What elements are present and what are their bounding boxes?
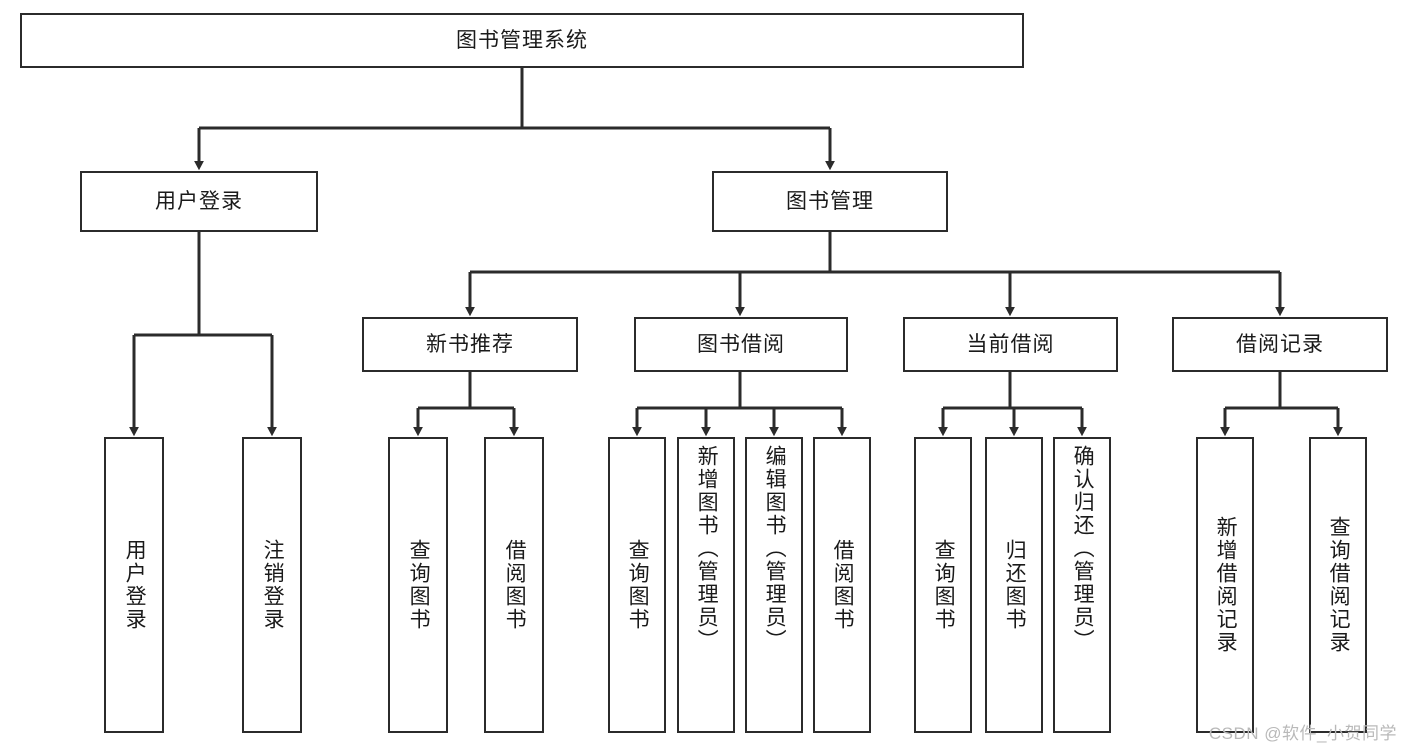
watermark-text: CSDN @软件_小贺同学 bbox=[1208, 724, 1397, 743]
node-book-manage[interactable]: 图书管理 bbox=[712, 171, 948, 232]
leaf-confirm-return[interactable]: 确认归还（管理员） bbox=[1053, 437, 1111, 733]
leaf-add-book[interactable]: 新增图书（管理员） bbox=[677, 437, 735, 733]
leaf-user-logout[interactable]: 注销登录 bbox=[242, 437, 302, 733]
node-root[interactable]: 图书管理系统 bbox=[20, 13, 1024, 68]
node-current-borrow[interactable]: 当前借阅 bbox=[903, 317, 1118, 372]
node-user-login[interactable]: 用户登录 bbox=[80, 171, 318, 232]
leaf-query-book-current[interactable]: 查询图书 bbox=[914, 437, 972, 733]
node-borrow-record[interactable]: 借阅记录 bbox=[1172, 317, 1388, 372]
leaf-user-login[interactable]: 用户登录 bbox=[104, 437, 164, 733]
leaf-edit-book[interactable]: 编辑图书（管理员） bbox=[745, 437, 803, 733]
node-new-book-recommend[interactable]: 新书推荐 bbox=[362, 317, 578, 372]
node-book-borrow[interactable]: 图书借阅 bbox=[634, 317, 848, 372]
leaf-borrow-book[interactable]: 借阅图书 bbox=[813, 437, 871, 733]
leaf-query-book-recommend[interactable]: 查询图书 bbox=[388, 437, 448, 733]
leaf-query-book-borrow[interactable]: 查询图书 bbox=[608, 437, 666, 733]
leaf-return-book[interactable]: 归还图书 bbox=[985, 437, 1043, 733]
leaf-borrow-book-recommend[interactable]: 借阅图书 bbox=[484, 437, 544, 733]
leaf-add-borrow-record[interactable]: 新增借阅记录 bbox=[1196, 437, 1254, 733]
leaf-query-borrow-record[interactable]: 查询借阅记录 bbox=[1309, 437, 1367, 733]
